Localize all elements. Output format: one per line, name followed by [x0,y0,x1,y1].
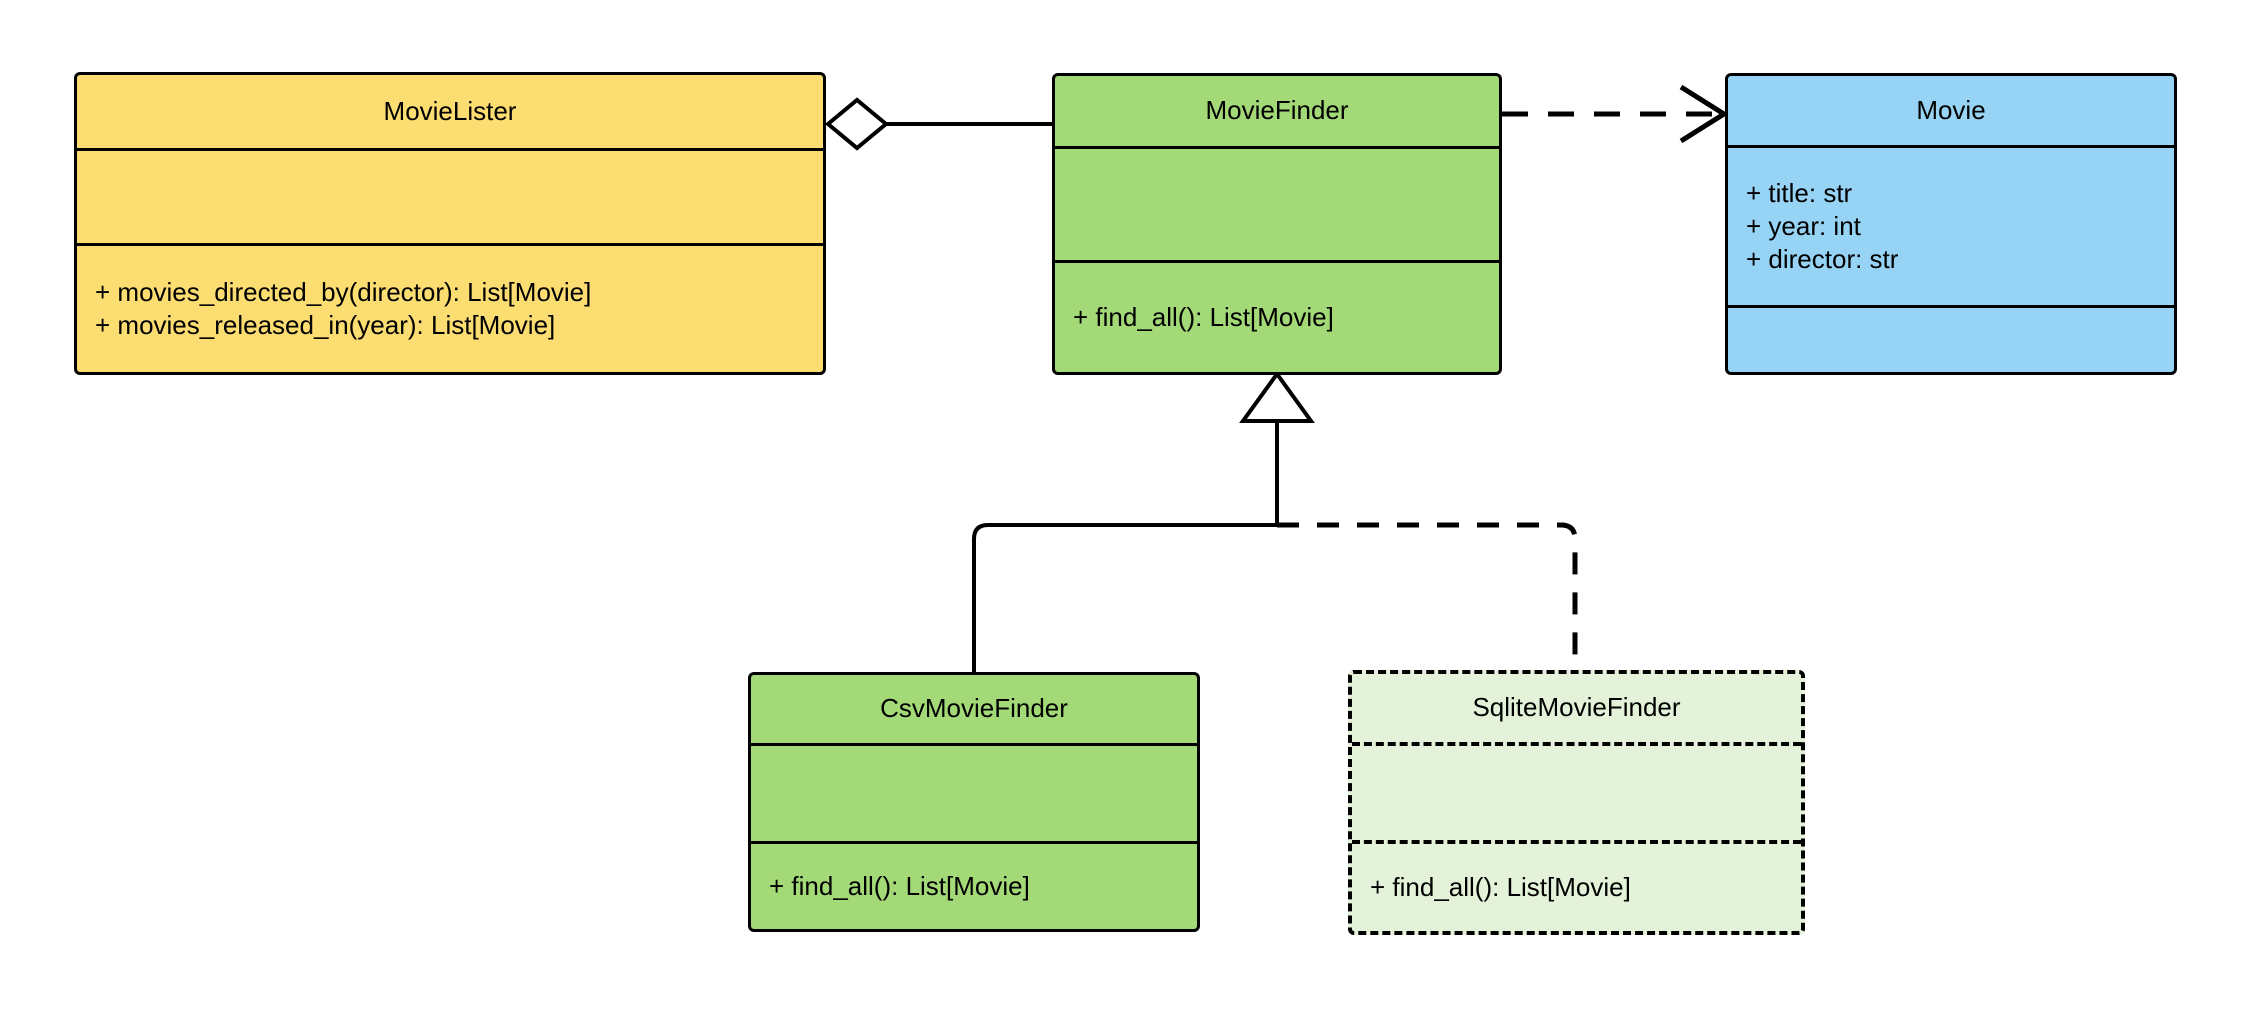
generalization-edge-group [972,370,1578,674]
attributes-compartment [1055,146,1499,260]
class-box-csv-movie-finder[interactable]: CsvMovieFinder + find_all(): List[Movie] [748,672,1200,932]
aggregation-edge-lister-finder [824,97,1052,151]
attribute-item: + director: str [1746,244,1899,275]
attributes-compartment: + title: str + year: int + director: str [1728,145,2174,305]
class-title-movie-lister: MovieLister [383,95,517,126]
open-arrow-marker [1679,84,1729,144]
method-item: + find_all(): List[Movie] [1073,301,1334,332]
generalization-branch-sqlite [1277,522,1578,672]
class-name-compartment: Movie [1728,76,2174,145]
generalization-branch-csv [972,523,1277,674]
method-item: + find_all(): List[Movie] [1370,871,1631,902]
attributes-compartment [77,148,823,243]
class-title-movie-finder: MovieFinder [1205,95,1349,126]
attributes-compartment [1352,742,1801,840]
dependency-edge-finder-movie [1502,84,1729,144]
hollow-triangle-marker [1239,370,1315,423]
methods-compartment: + movies_directed_by(director): List[Mov… [77,243,823,372]
attribute-item: + year: int [1746,210,1861,241]
class-box-sqlite-movie-finder[interactable]: SqliteMovieFinder + find_all(): List[Mov… [1348,670,1805,935]
class-name-compartment: CsvMovieFinder [751,675,1197,743]
methods-compartment: + find_all(): List[Movie] [751,841,1197,929]
hollow-diamond-marker [824,97,890,151]
class-name-compartment: MovieFinder [1055,76,1499,146]
class-box-movie-finder[interactable]: MovieFinder + find_all(): List[Movie] [1052,73,1502,375]
attributes-compartment [751,743,1197,841]
class-title-csv-movie-finder: CsvMovieFinder [880,693,1068,724]
class-name-compartment: MovieLister [77,75,823,148]
method-item: + find_all(): List[Movie] [769,870,1030,901]
class-title-sqlite-movie-finder: SqliteMovieFinder [1472,692,1681,723]
class-box-movie-lister[interactable]: MovieLister + movies_directed_by(directo… [74,72,826,375]
class-box-movie[interactable]: Movie + title: str + year: int + directo… [1725,73,2177,375]
methods-compartment: + find_all(): List[Movie] [1055,260,1499,372]
method-item: + movies_released_in(year): List[Movie] [95,310,556,340]
methods-compartment [1728,305,2174,372]
method-item: + movies_directed_by(director): List[Mov… [95,276,592,307]
class-title-movie: Movie [1916,94,1986,125]
methods-compartment: + find_all(): List[Movie] [1352,840,1801,931]
attribute-item: + title: str [1746,177,1853,208]
class-name-compartment: SqliteMovieFinder [1352,674,1801,742]
